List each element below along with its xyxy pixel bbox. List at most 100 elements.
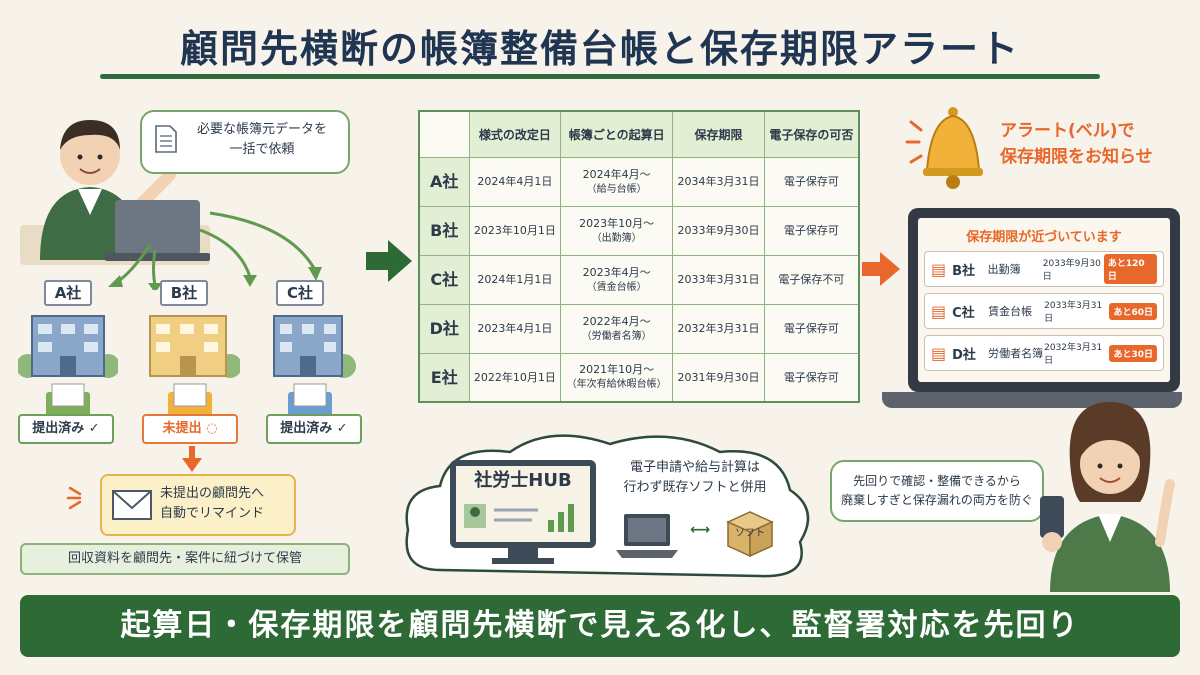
cell-start: 2023年4月～ （賃金台帳）	[560, 254, 674, 305]
company-a-status: 提出済み ✓	[18, 414, 114, 444]
days-left-badge: あと120日	[1103, 254, 1157, 284]
start-month: 2023年4月～	[582, 265, 651, 279]
building-icon	[273, 315, 356, 422]
cell-start: 2021年10月～ （年次有給休暇台帳）	[560, 352, 674, 403]
right-arrow-icon	[862, 252, 900, 286]
advice-line-2: 廃棄しすぎと保存漏れの両方を防ぐ	[841, 493, 1033, 507]
software-label: ソフト	[735, 528, 765, 539]
cell-deadline: 2034年3月31日	[672, 156, 765, 207]
start-month: 2023年10月～	[579, 216, 655, 230]
company-a: A社	[18, 280, 118, 422]
cell-deadline: 2031年9月30日	[672, 352, 765, 403]
cell-deadline: 2033年9月30日	[672, 205, 765, 256]
cell-deadline: 2032年3月31日	[672, 303, 765, 354]
advice-speech-bubble: 先回りで確認・整備できるから 廃棄しすぎと保存漏れの両方を防ぐ	[830, 460, 1044, 522]
cell-revised: 2023年10月1日	[468, 205, 562, 256]
consultant-illustration	[20, 120, 210, 265]
book-name: （労働者名簿）	[581, 330, 652, 342]
book-name: （賃金台帳）	[586, 281, 647, 293]
days-left-badge: あと60日	[1109, 302, 1157, 320]
table-header: 様式の改定日	[468, 110, 562, 158]
company-c-label: C社	[276, 280, 324, 306]
book-name: （年次有給休暇台帳）	[566, 379, 667, 391]
reminder-line-2: 自動でリマインド	[160, 506, 265, 521]
ledger-table: 様式の改定日 帳簿ごとの起算日 保存期限 電子保存の可否 A社 2024年4月1…	[418, 110, 860, 403]
alert-book: 労働者名簿	[988, 347, 1044, 360]
alert-book: 賃金台帳	[988, 305, 1033, 318]
company-b-status: 未提出 ◌	[142, 414, 238, 444]
cell-electronic: 電子保存可	[763, 303, 860, 354]
row-company: A社	[418, 156, 470, 207]
book-name: （給与台帳）	[586, 183, 647, 195]
footer-banner: 起算日・保存期限を顧問先横断で見える化し、監督署対応を先回り	[20, 595, 1180, 657]
row-company: B社	[418, 205, 470, 256]
company-b-label: B社	[160, 280, 208, 306]
alert-company: D社	[952, 347, 976, 363]
company-c-status: 提出済み ✓	[266, 414, 362, 444]
table-header-corner	[418, 110, 470, 158]
table-header: 保存期限	[672, 110, 765, 158]
archive-note: 回収資料を顧問先・案件に紐づけて保管	[20, 543, 350, 575]
alert-panel: 保存期限が近づいています ▤ B社 出勤簿 2033年9月30日 あと120日 …	[918, 218, 1170, 382]
table-row: D社 2023年4月1日 2022年4月～（労働者名簿） 2032年3月31日 …	[418, 303, 860, 354]
alert-caption-line-2: 保存期限をお知らせ	[1000, 147, 1153, 167]
book-name: （出勤簿）	[591, 232, 642, 244]
table-row: E社 2022年10月1日 2021年10月～ （年次有給休暇台帳） 2031年9…	[418, 352, 860, 403]
ledger-book-icon: ▤	[931, 259, 947, 279]
company-c: C社	[270, 280, 360, 422]
row-company: C社	[418, 254, 470, 305]
document-icon	[155, 125, 177, 153]
request-line-1: 必要な帳簿元データを	[196, 122, 327, 137]
start-month: 2022年4月～	[582, 314, 651, 328]
cell-revised: 2024年4月1日	[468, 156, 562, 207]
ledger-book-icon: ▤	[931, 301, 947, 321]
start-month: 2021年10月～	[579, 363, 655, 377]
table-row: B社 2023年10月1日 2023年10月～（出勤簿） 2033年9月30日 …	[418, 205, 860, 256]
table-header-row: 様式の改定日 帳簿ごとの起算日 保存期限 電子保存の可否	[418, 110, 860, 158]
cell-electronic: 電子保存不可	[763, 254, 860, 305]
alert-caption-line-1: アラート(ベル)で	[1000, 121, 1135, 141]
cell-start: 2023年10月～ （出勤簿）	[560, 205, 674, 256]
software-box-icon	[726, 511, 774, 558]
cell-revised: 2024年1月1日	[468, 254, 562, 305]
reminder-box: 未提出の顧問先へ 自動でリマインド	[100, 474, 296, 536]
row-company: E社	[418, 352, 470, 403]
alert-caption: アラート(ベル)で 保存期限をお知らせ	[1000, 118, 1185, 170]
request-speech-bubble: 必要な帳簿元データを 一括で依頼	[140, 110, 350, 174]
alert-item[interactable]: ▤ D社 労働者名簿 2032年3月31日 あと30日	[924, 335, 1164, 371]
title-underline	[100, 74, 1100, 79]
laptop-screen: 保存期限が近づいています ▤ B社 出勤簿 2033年9月30日 あと120日 …	[908, 208, 1180, 392]
advisor-illustration	[1040, 402, 1175, 592]
cell-start: 2022年4月～ （労働者名簿）	[560, 303, 674, 354]
alert-company: B社	[952, 263, 976, 279]
alert-date: 2033年9月30日	[1042, 259, 1101, 282]
cell-electronic: 電子保存可	[763, 352, 860, 403]
cell-electronic: 電子保存可	[763, 156, 860, 207]
distribution-arrows	[108, 211, 322, 290]
hub-title: 社労士HUB	[474, 470, 572, 491]
cell-deadline: 2033年3月31日	[672, 254, 765, 305]
alert-item[interactable]: ▤ C社 賃金台帳 2033年3月31日 あと60日	[924, 293, 1164, 329]
hub-note: 電子申請や給与計算は 行わず既存ソフトと併用	[610, 458, 780, 498]
alert-company: C社	[952, 305, 975, 321]
alert-date: 2032年3月31日	[1044, 343, 1103, 366]
envelope-icon	[112, 490, 152, 520]
cell-revised: 2022年10月1日	[468, 352, 562, 403]
alert-item[interactable]: ▤ B社 出勤簿 2033年9月30日 あと120日	[924, 251, 1164, 287]
small-laptop-icon	[616, 514, 678, 558]
building-icon	[18, 315, 118, 422]
cell-revised: 2023年4月1日	[468, 303, 562, 354]
bell-icon	[905, 107, 983, 189]
ledger-book-icon: ▤	[931, 343, 947, 363]
request-line-2: 一括で依頼	[229, 142, 295, 157]
alert-book: 出勤簿	[987, 263, 1021, 276]
down-arrow-icon	[182, 446, 202, 472]
table-row: C社 2024年1月1日 2023年4月～ （賃金台帳） 2033年3月31日 電…	[418, 254, 860, 305]
sync-arrow-icon: ⟷	[690, 522, 711, 538]
company-a-label: A社	[44, 280, 92, 306]
table-header: 電子保存の可否	[763, 110, 860, 158]
building-icon	[149, 315, 240, 422]
table-row: A社 2024年4月1日 2024年4月～（給与台帳） 2034年3月31日 電…	[418, 156, 860, 207]
reminder-line-1: 未提出の顧問先へ	[160, 486, 265, 501]
company-b: B社	[149, 280, 240, 422]
